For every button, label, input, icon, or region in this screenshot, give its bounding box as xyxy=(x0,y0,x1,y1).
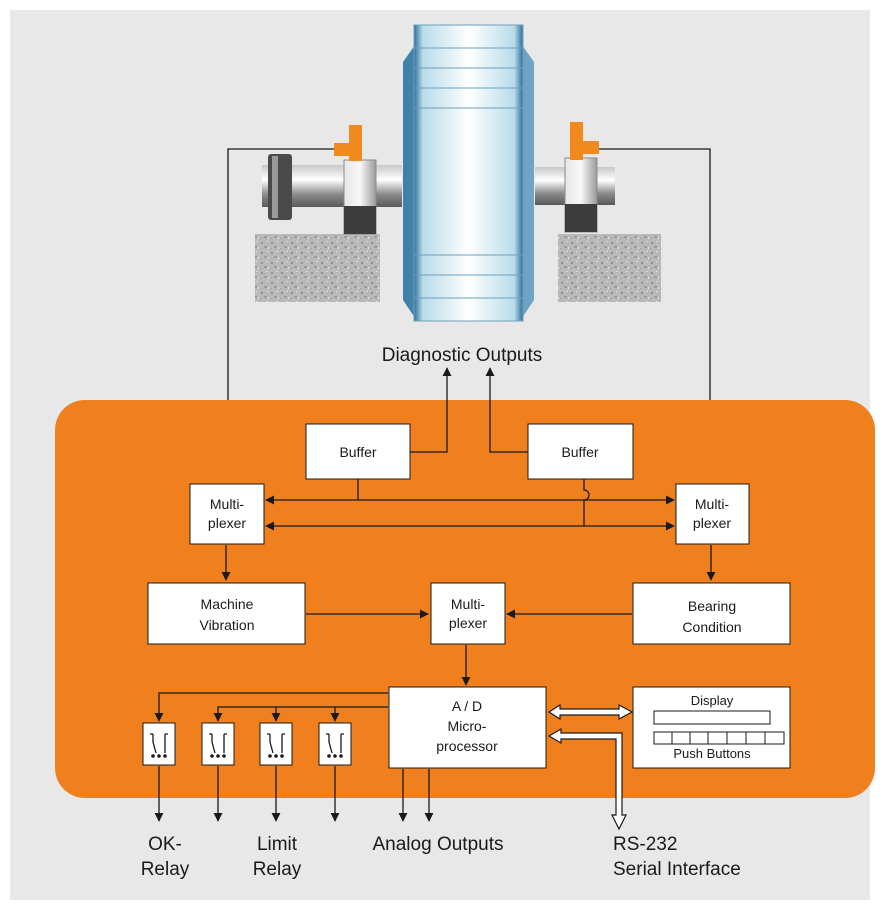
push-buttons[interactable] xyxy=(653,731,785,745)
display-link-arrow xyxy=(547,703,634,721)
relay-contact-icon xyxy=(318,722,352,766)
mux-left-block xyxy=(189,483,265,545)
mux-right-label-2: plexer xyxy=(693,515,731,531)
left-foundation xyxy=(255,234,380,302)
buffer-right-block xyxy=(527,423,634,480)
relay-contact-icon xyxy=(259,722,293,766)
rs232-label-2: Serial Interface xyxy=(613,859,741,880)
cpu-label-2: Micro- xyxy=(448,718,487,734)
mux-right-block xyxy=(675,483,750,545)
machine-vibration-block xyxy=(147,582,306,645)
coupling xyxy=(268,154,292,220)
ok-relay-label-1: OK- xyxy=(148,834,182,855)
display-panel xyxy=(653,710,785,745)
mux-center-label-1: Multi- xyxy=(451,596,486,612)
right-sensor-icon xyxy=(570,122,583,160)
buffer-right-label: Buffer xyxy=(561,444,598,460)
relay-bank xyxy=(142,722,352,766)
diagnostic-outputs-label: Diagnostic Outputs xyxy=(382,345,543,366)
push-buttons-label: Push Buttons xyxy=(673,746,751,761)
cpu-label-1: A / D xyxy=(452,698,482,714)
bearing-condition-label-1: Bearing xyxy=(688,598,736,614)
ok-relay-label-2: Relay xyxy=(141,859,190,880)
mux-left-label-2: plexer xyxy=(208,515,246,531)
left-sensor-icon xyxy=(349,125,362,161)
mux-center-label-2: plexer xyxy=(449,615,487,631)
display-screen xyxy=(653,710,771,725)
analog-outputs-label: Analog Outputs xyxy=(373,834,504,855)
display-block xyxy=(632,686,791,769)
cpu-block xyxy=(388,686,547,769)
relay-contact-icon xyxy=(201,722,235,766)
rs232-arrow xyxy=(547,727,627,831)
right-foundation xyxy=(558,234,661,302)
diag-line-right xyxy=(485,367,528,453)
cpu-label-3: processor xyxy=(436,738,498,754)
display-label: Display xyxy=(691,693,734,708)
limit-relay-label-1: Limit xyxy=(257,834,298,855)
rotor xyxy=(413,24,524,322)
relay-contact-icon xyxy=(142,722,176,766)
diag-line-left xyxy=(410,367,452,453)
buffer-left-block xyxy=(305,423,411,480)
machine-vibration-label-1: Machine xyxy=(201,596,254,612)
limit-relay-label-2: Relay xyxy=(253,859,302,880)
rotating-machine-icon xyxy=(255,24,661,322)
bearing-condition-label-2: Condition xyxy=(682,619,741,635)
mux-center-block xyxy=(430,582,506,645)
bearing-condition-block xyxy=(632,582,791,645)
mux-right-label-1: Multi- xyxy=(695,496,730,512)
mux-left-label-1: Multi- xyxy=(210,496,245,512)
machine-vibration-label-2: Vibration xyxy=(199,617,254,633)
rs232-label-1: RS-232 xyxy=(613,834,677,855)
buffer-left-label: Buffer xyxy=(339,444,376,460)
